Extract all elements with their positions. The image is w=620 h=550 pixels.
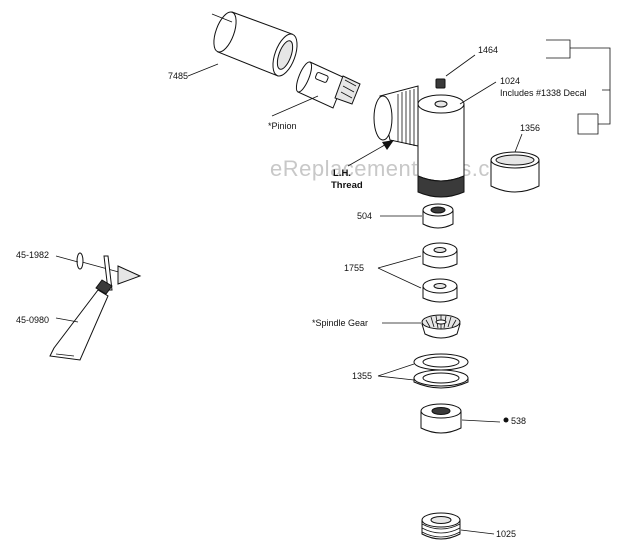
part-7485-sleeve bbox=[213, 11, 298, 77]
leader-1024 bbox=[459, 81, 497, 105]
label-thread: Thread bbox=[331, 180, 363, 191]
label-spindle-gear: *Spindle Gear bbox=[312, 318, 368, 328]
label-45-1982: 45-1982 bbox=[16, 250, 49, 260]
part-1755-spacer-bottom bbox=[422, 278, 458, 303]
part-504-bearing bbox=[422, 203, 454, 229]
label-504: 504 bbox=[357, 211, 372, 221]
leader-7485 bbox=[187, 63, 219, 77]
leader-538 bbox=[461, 419, 501, 423]
label-7485: 7485 bbox=[168, 71, 188, 81]
part-1025-nut bbox=[421, 512, 461, 540]
leader-1755 bbox=[377, 255, 422, 289]
leader-7485-top bbox=[211, 13, 233, 23]
leader-45-1982 bbox=[55, 255, 79, 263]
leader-45-0980 bbox=[55, 317, 79, 323]
label-1755: 1755 bbox=[344, 263, 364, 273]
arrow-lh-thread bbox=[347, 140, 394, 167]
part-spindle-gear bbox=[421, 314, 461, 339]
label-538: 538 bbox=[511, 416, 526, 426]
part-1755-spacer-top bbox=[422, 242, 458, 269]
part-pinion bbox=[295, 61, 361, 109]
bullet-538 bbox=[503, 417, 509, 423]
label-lh: L.H. bbox=[333, 168, 351, 179]
part-1355-washer-bottom bbox=[413, 369, 469, 389]
part-45-1982-tool bbox=[76, 252, 142, 291]
label-1356: 1356 bbox=[520, 123, 540, 133]
part-45-0980-tube bbox=[49, 279, 113, 361]
label-pinion: *Pinion bbox=[268, 121, 297, 131]
leader-pinion bbox=[271, 95, 319, 117]
part-1464-screw bbox=[435, 78, 446, 89]
label-1024: 1024 bbox=[500, 76, 520, 86]
leader-1464 bbox=[445, 54, 476, 77]
part-1356-ring bbox=[490, 151, 540, 193]
part-1355-washer-top bbox=[413, 353, 469, 371]
label-1024-note: Includes #1338 Decal bbox=[500, 88, 587, 98]
bracket-1024 bbox=[546, 39, 611, 135]
leader-1356 bbox=[514, 133, 523, 153]
part-538-bearing bbox=[420, 403, 462, 434]
watermark-text: eReplacementParts.com bbox=[270, 156, 521, 181]
label-1355: 1355 bbox=[352, 371, 372, 381]
label-45-0980: 45-0980 bbox=[16, 315, 49, 325]
leader-1355 bbox=[377, 363, 415, 381]
part-angle-head-housing bbox=[373, 85, 465, 198]
label-1464: 1464 bbox=[478, 45, 498, 55]
leader-1025 bbox=[460, 529, 495, 535]
label-1025: 1025 bbox=[496, 529, 516, 539]
